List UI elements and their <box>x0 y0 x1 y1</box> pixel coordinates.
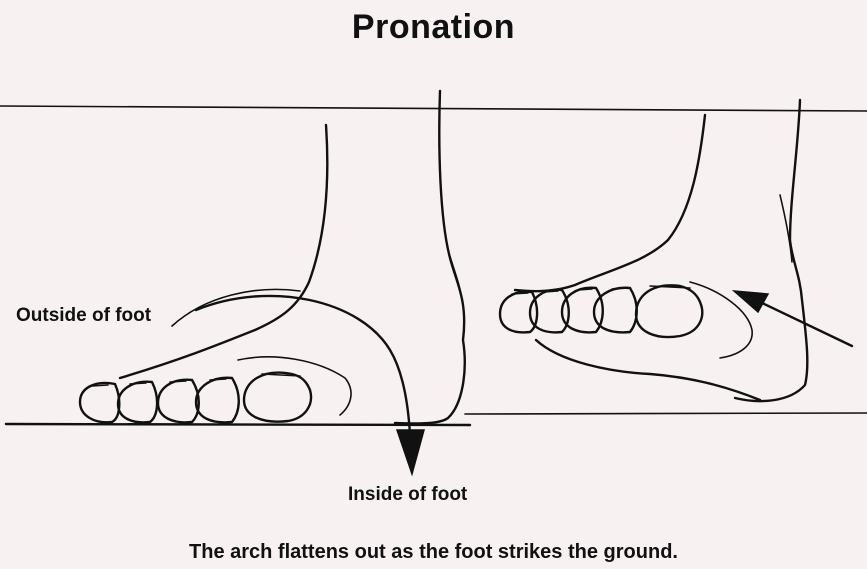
outside-of-foot-label: Outside of foot <box>16 305 151 327</box>
right-foot-sole <box>536 340 760 400</box>
left-foot-leg-back <box>395 91 465 423</box>
right-foot <box>500 100 807 401</box>
diagram-caption: The arch flattens out as the foot strike… <box>0 541 867 564</box>
left-foot-toe-2 <box>118 382 157 423</box>
diagram-title: Pronation <box>0 8 867 47</box>
top-reference-line <box>0 106 867 111</box>
pronation-arrow-head <box>397 430 424 474</box>
ground-line-right <box>465 413 867 414</box>
right-foot-leg-front <box>515 115 705 291</box>
right-foot-leg-back <box>735 100 807 401</box>
left-foot <box>80 91 465 423</box>
left-foot-toe-5 <box>244 373 311 422</box>
left-foot-ball-curve <box>238 357 351 415</box>
right-foot-toe-1 <box>500 292 537 333</box>
inside-of-foot-label: Inside of foot <box>348 484 467 506</box>
left-foot-toe-4 <box>196 378 239 423</box>
right-foot-toe-5 <box>636 285 702 337</box>
left-foot-arch-sweep <box>172 289 300 326</box>
left-foot-toe-3 <box>158 380 199 423</box>
left-foot-toe-1 <box>80 383 119 422</box>
left-foot-leg-front <box>120 125 327 378</box>
